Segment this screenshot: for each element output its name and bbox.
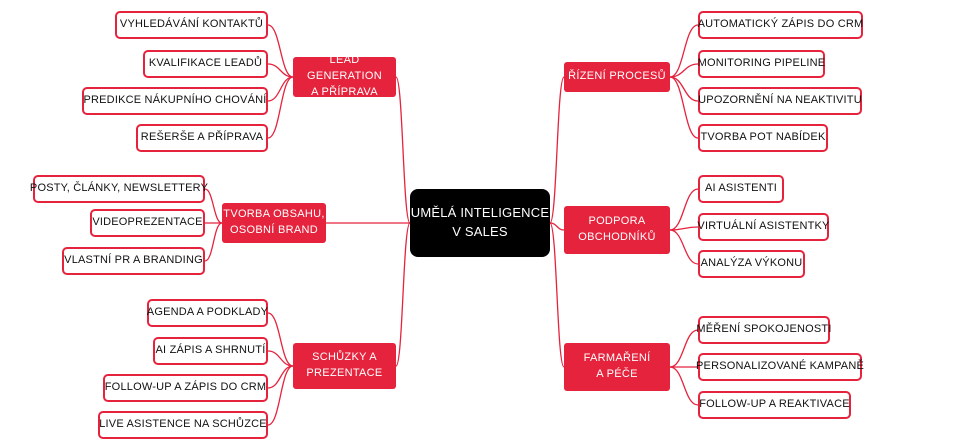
branch-tvorba-obsahu: Tvorba obsahu, osobní brand bbox=[222, 203, 326, 243]
connector-line bbox=[395, 76, 411, 224]
leaf-vlastni-pr-a-branding: Vlastní PR a branding bbox=[62, 247, 205, 275]
leaf-label: Vyhledávání kontaktů bbox=[119, 18, 264, 31]
leaf-vyhledavani-kontaktu: Vyhledávání kontaktů bbox=[115, 11, 268, 39]
leaf-ai-zapis-a-shrnuti: AI zápis a shrnutí bbox=[153, 337, 268, 365]
leaf-label: Upozornění na neaktivitu bbox=[698, 94, 862, 107]
connector-line bbox=[669, 76, 699, 139]
connector-line bbox=[267, 63, 294, 78]
leaf-follow-up-a-zapis-do-crm: Follow-up a zápis do CRM bbox=[103, 374, 268, 402]
connector-line bbox=[549, 76, 565, 224]
branch-label: Tvorba obsahu, osobní brand bbox=[223, 208, 325, 236]
leaf-mereni-spokojenosti: Měření spokojenosti bbox=[696, 316, 832, 344]
leaf-label: Virtuální asistentky bbox=[697, 220, 830, 233]
connector-line bbox=[204, 188, 223, 224]
leaf-videoprezentace: Videoprezentace bbox=[90, 209, 205, 237]
connector-line bbox=[267, 350, 294, 367]
leaf-tvorba-pot-nabidek: Tvorba pot nabídek bbox=[698, 124, 828, 152]
connector-line bbox=[395, 222, 411, 367]
leaf-label: Tvorba pot nabídek bbox=[700, 131, 826, 144]
leaf-analyza-vykonu: Analýza výkonu bbox=[698, 250, 805, 278]
central-topic: Umělá inteligence v sales bbox=[410, 189, 550, 257]
leaf-label: Kvalifikace leadů bbox=[148, 57, 263, 70]
leaf-label: Automatický zápis do CRM bbox=[697, 18, 864, 31]
leaf-upozorneni-na-neaktivitu: Upozornění na neaktivitu bbox=[698, 87, 862, 115]
leaf-posty-clanky-newslettery: Posty, články, newslettery bbox=[29, 175, 209, 203]
connector-line bbox=[267, 312, 294, 367]
connector-line bbox=[669, 229, 699, 265]
connector-line bbox=[669, 63, 699, 78]
connector-line bbox=[267, 24, 294, 78]
connector-line bbox=[669, 24, 699, 78]
branch-rizeni-procesu: Řízení procesů bbox=[564, 62, 670, 92]
leaf-label: AI zápis a shrnutí bbox=[155, 344, 266, 357]
leaf-live-asistence-na-schuzce: Live asistence na schůzce bbox=[98, 411, 268, 439]
leaf-label: Agenda a podklady bbox=[146, 306, 269, 319]
leaf-follow-up-a-reaktivace: Follow-up a reaktivace bbox=[698, 391, 851, 419]
branch-label: Podpora obchodníků bbox=[578, 215, 656, 243]
leaf-label: AI asistenti bbox=[704, 182, 778, 195]
connector-line bbox=[204, 222, 223, 262]
central-topic-label: Umělá inteligence v sales bbox=[410, 205, 550, 239]
leaf-ai-asistenti: AI asistenti bbox=[698, 175, 784, 203]
connector-line bbox=[267, 365, 294, 426]
leaf-label: Posty, články, newslettery bbox=[29, 182, 209, 195]
leaf-virtualni-asistentky: Virtuální asistentky bbox=[697, 213, 830, 241]
branch-label: Schůzky a prezentace bbox=[306, 351, 383, 379]
leaf-label: Follow-up a zápis do CRM bbox=[104, 381, 267, 394]
connector-line bbox=[669, 226, 699, 231]
connector-line bbox=[669, 329, 699, 368]
branch-lead-generation: Lead generation a příprava bbox=[293, 54, 396, 98]
branch-schuzky-a-prezentace: Schůzky a prezentace bbox=[293, 343, 396, 389]
leaf-label: Personalizované kampaně bbox=[696, 360, 865, 373]
branch-label: Řízení procesů bbox=[568, 70, 666, 83]
connector-line bbox=[267, 76, 294, 102]
branch-farmareni-a-pece: Farmaření a péče bbox=[564, 343, 670, 391]
leaf-label: Videoprezentace bbox=[92, 216, 203, 229]
branch-label: Farmaření a péče bbox=[583, 352, 651, 380]
connector-line bbox=[669, 188, 699, 231]
leaf-predikce-nakupniho-chovani: Predikce nákupního chování bbox=[82, 87, 268, 115]
leaf-automaticky-zapis-do-crm: Automatický zápis do CRM bbox=[698, 11, 863, 39]
connector-line bbox=[669, 366, 699, 406]
connector-line bbox=[549, 222, 565, 231]
leaf-label: Měření spokojenosti bbox=[696, 323, 832, 336]
leaf-label: Follow-up a reaktivace bbox=[699, 398, 850, 411]
leaf-reserse-a-priprava: Rešerše a příprava bbox=[136, 124, 268, 152]
connector-line bbox=[669, 76, 699, 102]
branch-label: Lead generation a příprava bbox=[307, 54, 382, 98]
leaf-label: Predikce nákupního chování bbox=[83, 94, 267, 107]
leaf-label: Rešerše a příprava bbox=[140, 131, 264, 144]
leaf-label: Vlastní PR a branding bbox=[64, 254, 203, 267]
connector-line bbox=[549, 222, 565, 368]
leaf-agenda-a-podklady: Agenda a podklady bbox=[147, 299, 268, 327]
leaf-personalizovane-kampane: Personalizované kampaně bbox=[696, 353, 865, 381]
leaf-kvalifikace-leadu: Kvalifikace leadů bbox=[143, 50, 268, 78]
leaf-monitoring-pipeline: Monitoring pipeline bbox=[698, 50, 825, 78]
leaf-label: Live asistence na schůzce bbox=[99, 418, 267, 431]
leaf-label: Monitoring pipeline bbox=[697, 57, 826, 70]
branch-podpora-obchodniku: Podpora obchodníků bbox=[564, 206, 670, 254]
connector-line bbox=[267, 76, 294, 139]
connector-line bbox=[267, 365, 294, 389]
leaf-label: Analýza výkonu bbox=[700, 257, 803, 270]
